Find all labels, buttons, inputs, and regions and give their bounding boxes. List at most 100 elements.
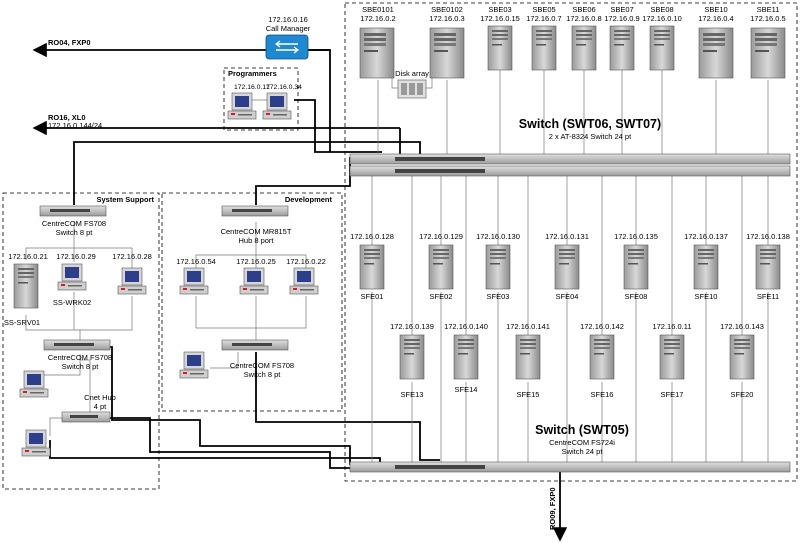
ss-wrk-ip: 172.16.0.29	[56, 252, 96, 261]
sfe-row-2: 172.16.0.139 SFE13 172.16.0.140 SFE14 17…	[390, 322, 764, 399]
programmers-uplink	[294, 99, 382, 153]
ss-switch-top-icon	[39, 205, 107, 217]
server-icon	[531, 25, 557, 71]
sfe-ip: 172.16.0.140	[444, 322, 488, 331]
server-room-boundary	[344, 2, 798, 482]
ss-wrk-name: SS-WRK02	[53, 298, 91, 307]
call-manager-icon	[265, 34, 309, 60]
programmers-boundary	[223, 67, 299, 131]
cnet-hub-label-1: Cnet Hub	[84, 393, 116, 402]
hub-to-swt05	[110, 417, 420, 469]
programmer-ip-2: 172.16.0.34	[266, 84, 302, 91]
switch-swt06-swt07-icon	[349, 153, 791, 177]
dev-ip-2: 172.16.0.25	[236, 257, 276, 266]
programmer-ip-1: 172.16.0.17	[234, 84, 270, 91]
server-icon	[659, 334, 685, 380]
sfe-name: SFE11	[757, 292, 779, 301]
sfe-name: SFE15	[517, 390, 540, 399]
ro16-label: RO16, XL0	[48, 113, 86, 122]
switch-bottom-title: Switch (SWT05)	[535, 423, 629, 437]
sfe-name: SFE14	[455, 385, 478, 394]
cnet-hub-icon	[61, 411, 111, 423]
sbe-name: SBE03	[488, 5, 511, 14]
sbe-ip: 172.16.0.4	[698, 14, 733, 23]
sbe-ip: 172.16.0.9	[604, 14, 639, 23]
system-support-boundary	[2, 192, 160, 490]
sbe-ip: 172.16.0.7	[526, 14, 561, 23]
sfe-name: SFE03	[487, 292, 510, 301]
server-icon	[729, 334, 755, 380]
sfe-ip: 172.16.0.131	[545, 232, 589, 241]
sbe-name: SBE05	[532, 5, 555, 14]
dev-hub-label-1: CentreCOM MR815T	[221, 227, 292, 236]
sfe-name: SFE20	[731, 390, 754, 399]
sbe-ip: 172.16.0.5	[750, 14, 785, 23]
sfe-name: SFE17	[661, 390, 684, 399]
switch-bottom-sub1: CentreCOM FS724i	[549, 438, 615, 447]
dev-pc-3-icon	[289, 267, 319, 295]
dev-hub-icon	[221, 205, 289, 217]
sbe-name: SBE06	[572, 5, 595, 14]
sfe-ip: 172.16.0.11	[652, 322, 691, 331]
dev-pc-2-icon	[239, 267, 269, 295]
sfe-ip: 172.16.0.141	[506, 322, 550, 331]
sbe-ip: 172.16.0.3	[429, 14, 464, 23]
system-support-title: System Support	[96, 195, 154, 204]
dev-switch-to-swt05	[255, 352, 440, 461]
server-icon	[554, 244, 580, 290]
switch-top-title: Switch (SWT06, SWT07)	[519, 117, 661, 131]
sfe-name: SFE01	[361, 292, 384, 301]
call-manager-ip: 172.16.0.16	[268, 15, 308, 24]
sbe-ip: 172.16.0.2	[360, 14, 395, 23]
server-icon	[399, 334, 425, 380]
sbe-name: SBE11	[757, 5, 780, 14]
dev-hub-label-2: Hub 8 port	[238, 236, 274, 245]
sbe-name: SBE07	[610, 5, 633, 14]
programmers-title: Programmers	[228, 69, 277, 78]
dev-switch-label-1: CentreCOM FS708	[230, 361, 294, 370]
server-icon	[485, 244, 511, 290]
sfe-name: SFE08	[625, 292, 648, 301]
ss-srv-ip: 172.16.0.21	[8, 252, 48, 261]
sfe-row-1: 172.16.0.128 SFE01 172.16.0.129 SFE02 17…	[350, 232, 790, 301]
switch-swt05-icon	[349, 461, 791, 473]
sfe-name: SFE10	[695, 292, 718, 301]
sfe-name: SFE02	[430, 292, 453, 301]
ss-switch-bottom-icon	[43, 339, 111, 351]
sfe-ip: 172.16.0.142	[580, 322, 624, 331]
sbe-name: SBE10	[704, 5, 727, 14]
sfe-ip: 172.16.0.143	[720, 322, 764, 331]
server-icon	[453, 334, 479, 380]
ss-pc-2-icon	[19, 370, 49, 398]
sfe-ip: 172.16.0.135	[614, 232, 658, 241]
sfe-name: SFE16	[591, 390, 614, 399]
ss-switch-top-label-2: Switch 8 pt	[56, 228, 94, 237]
server-icon	[609, 25, 635, 71]
call-manager-label: Call Manager	[266, 24, 311, 33]
ss-wrk02-pc-icon	[57, 263, 87, 291]
ss-srv01-server-icon	[13, 263, 39, 309]
dev-pc-4-icon	[179, 351, 209, 379]
ss-switch-to-swt05	[80, 346, 400, 465]
server-icon	[359, 27, 395, 79]
sfe-ip: 172.16.0.137	[684, 232, 728, 241]
server-icon	[755, 244, 781, 290]
server-icon	[750, 27, 786, 79]
disk-array-label: Disk array	[395, 69, 429, 78]
development-uplink	[255, 157, 430, 205]
sfe-ip: 172.16.0.128	[350, 232, 394, 241]
sbe-ip: 172.16.0.10	[642, 14, 682, 23]
server-icon	[515, 334, 541, 380]
ss-pc-icon	[117, 267, 147, 295]
server-icon	[649, 25, 675, 71]
call-manager-uplink	[290, 49, 331, 152]
development-boundary	[161, 192, 343, 412]
ss-switch-top-label-1: CentreCOM FS708	[42, 219, 106, 228]
ro09-label: RO09, FXP0	[548, 487, 557, 530]
dev-ip-3: 172.16.0.22	[286, 257, 326, 266]
server-icon	[589, 334, 615, 380]
server-icon	[623, 244, 649, 290]
server-icon	[429, 27, 465, 79]
ss-pc-3-icon	[21, 429, 51, 457]
